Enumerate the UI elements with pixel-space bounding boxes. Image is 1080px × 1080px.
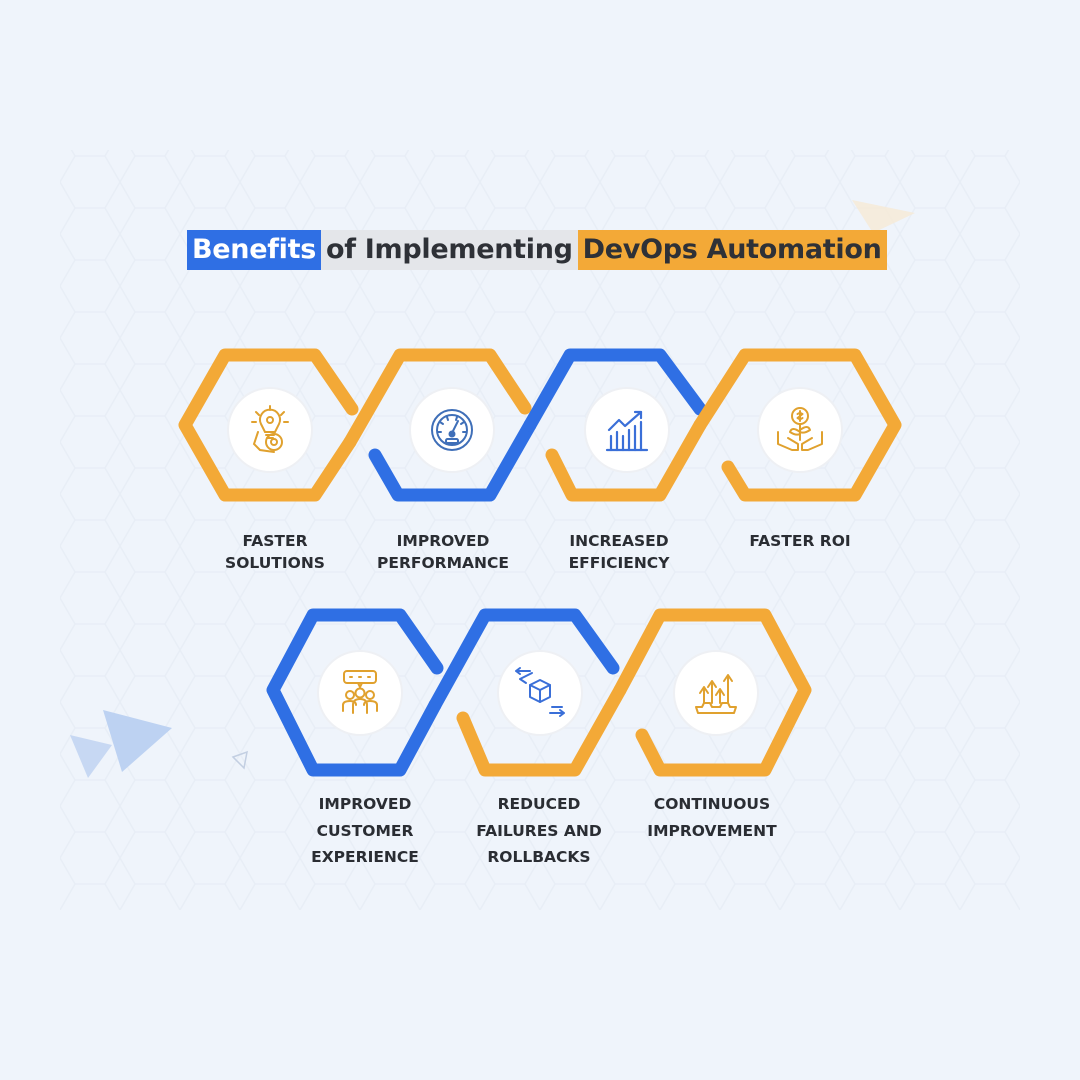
speedometer-icon bbox=[431, 409, 473, 451]
benefit-label-continuous-improvement: CONTINUOUS IMPROVEMENT bbox=[612, 791, 812, 844]
icon-circle bbox=[584, 387, 670, 473]
hex-frame-increased-efficiency-bottom bbox=[545, 418, 707, 502]
label-line: CUSTOMER bbox=[316, 821, 414, 840]
title-middle: of Implementing bbox=[321, 230, 578, 270]
gear-growth-arrows-icon bbox=[695, 674, 737, 714]
cube-arrows-icon bbox=[515, 667, 565, 717]
label-line: PERFORMANCE bbox=[377, 554, 509, 572]
decor-triangle bbox=[103, 710, 172, 772]
hex-frame-continuous-improvement bbox=[613, 608, 812, 777]
label-line: EXPERIENCE bbox=[311, 848, 419, 866]
lightbulb-gear-icon bbox=[251, 405, 289, 453]
label-line: FAILURES AND bbox=[476, 821, 602, 840]
benefit-label-faster-roi: FASTER ROI bbox=[700, 530, 900, 552]
decor-triangle bbox=[231, 750, 248, 770]
hex-frame-improved-performance-top bbox=[343, 348, 532, 449]
icon-circle bbox=[317, 650, 403, 736]
money-hands-plant-icon bbox=[777, 407, 823, 451]
label-line: SOLUTIONS bbox=[225, 554, 325, 572]
hex-frame-reduced-failures-bottom bbox=[456, 683, 627, 777]
hex-frame-faster-solutions bbox=[178, 348, 359, 502]
benefit-label-faster-solutions: FASTER SOLUTIONS bbox=[175, 530, 375, 574]
label-line: IMPROVED bbox=[318, 795, 412, 813]
decor-triangle bbox=[70, 735, 112, 778]
hex-frame-improved-performance-bottom bbox=[368, 418, 537, 502]
title-highlight-devops: DevOps Automation bbox=[577, 230, 887, 270]
customer-review-icon bbox=[342, 670, 378, 714]
bar-chart-growth-icon bbox=[605, 410, 649, 452]
hex-frame-reduced-failures-top bbox=[428, 608, 620, 712]
icon-circle bbox=[409, 387, 495, 473]
benefit-label-reduced-failures-and-rollbacks: REDUCED FAILURES AND ROLLBACKS bbox=[439, 791, 639, 871]
hex-frame-improved-customer-experience bbox=[266, 608, 444, 777]
label-line: EFFICIENCY bbox=[568, 554, 670, 572]
icon-circle bbox=[227, 387, 313, 473]
benefit-label-improved-customer-experience: IMPROVED CUSTOMER EXPERIENCE bbox=[265, 791, 465, 871]
page-title: Benefits of Implementing DevOps Automati… bbox=[187, 230, 887, 270]
label-line: INCREASED bbox=[569, 532, 669, 550]
icon-circle bbox=[673, 650, 759, 736]
title-highlight-benefits: Benefits bbox=[187, 230, 322, 270]
hex-frame-faster-roi bbox=[693, 348, 902, 502]
decor-triangle bbox=[852, 200, 915, 233]
label-line: IMPROVED bbox=[396, 532, 490, 550]
label-line: FASTER ROI bbox=[749, 532, 851, 550]
label-line: REDUCED bbox=[497, 795, 581, 813]
label-line: FASTER bbox=[242, 532, 308, 550]
label-line: IMPROVEMENT bbox=[647, 821, 777, 840]
label-line: CONTINUOUS bbox=[653, 795, 771, 813]
benefit-label-improved-performance: IMPROVED PERFORMANCE bbox=[343, 530, 543, 574]
hex-frame-increased-efficiency-top bbox=[523, 348, 707, 432]
benefit-label-increased-efficiency: INCREASED EFFICIENCY bbox=[519, 530, 719, 574]
label-line: ROLLBACKS bbox=[487, 848, 591, 866]
